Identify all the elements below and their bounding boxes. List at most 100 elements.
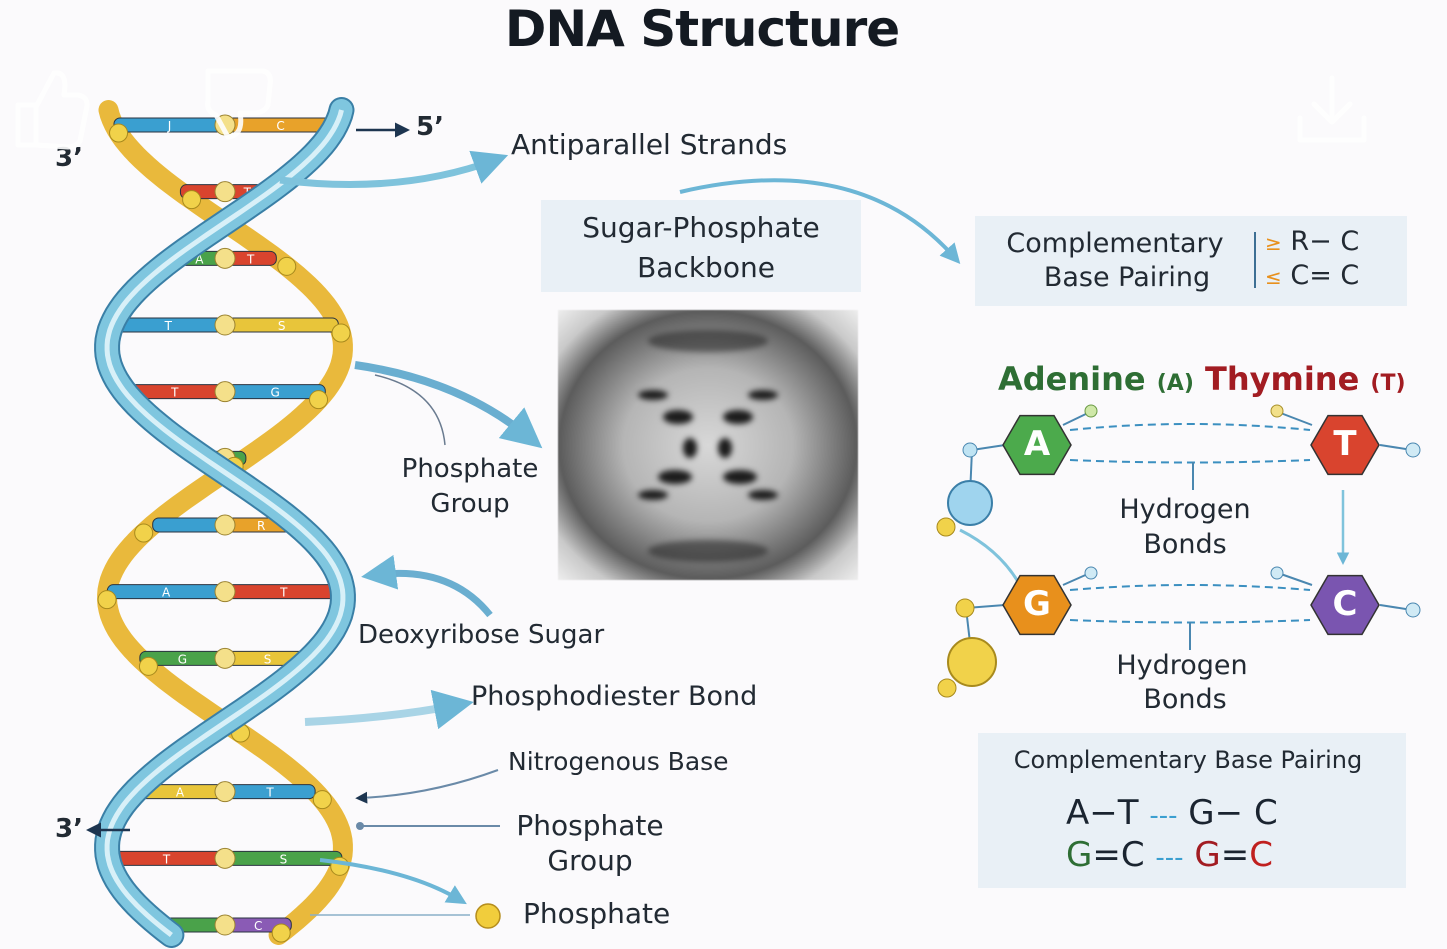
complementary-top-line2: Base Pairing (1043, 262, 1211, 293)
hex-label-g: G (1023, 584, 1051, 624)
label-backbone-line2: Backbone (637, 251, 775, 284)
base-letter-right: S (264, 652, 272, 666)
helix-end-label-3prime-bottom: 3’ (55, 814, 83, 844)
arrow-deoxyribose (361, 554, 493, 618)
thumbs-up-icon[interactable] (10, 65, 90, 155)
base-letter-right: S (280, 852, 288, 866)
pair-gc: G− C (1188, 793, 1278, 833)
base-letter-right: T (265, 786, 274, 800)
label-nitrogenous-base: Nitrogenous Base (508, 747, 729, 776)
sugar-node (214, 314, 236, 336)
sugar-node (214, 381, 236, 403)
pair-c-red: C (1249, 835, 1273, 875)
base-letter-left: T (170, 386, 179, 400)
pair-eq: = (1220, 835, 1250, 875)
pair-g-green: G (1066, 835, 1093, 875)
hbond1-line1: Hydrogen (1119, 494, 1251, 525)
adenine-heading: Adenine (A) (998, 360, 1194, 398)
base-letter-left: J (167, 119, 172, 133)
adenine-hexagon (1002, 414, 1072, 476)
phosphate-node (109, 123, 129, 143)
base-letter-right: S (278, 319, 286, 333)
label-phosphate-group-2-line2: Group (547, 844, 633, 877)
complementary-pairing-box-bottom: Complementary Base Pairing A−T --- G− C … (978, 733, 1406, 888)
complementary-top-row1: R− C (1290, 226, 1360, 257)
sugar-node (214, 514, 236, 536)
arrow-phosphodiester (304, 689, 474, 730)
base-letter-left: T (164, 319, 173, 333)
hex-label-c: C (1332, 584, 1358, 624)
base-letter-right: T (246, 252, 255, 266)
label-deoxyribose-sugar: Deoxyribose Sugar (358, 620, 605, 650)
phosphate-node (271, 923, 291, 943)
pairing-row-2: G=C --- G=C (1066, 835, 1273, 875)
sugar-node (214, 781, 236, 803)
helix-end-label-5prime: 5’ (416, 112, 444, 142)
xray-diffraction-image (558, 310, 858, 580)
separator: --- (1155, 843, 1184, 873)
complementary-bottom-title: Complementary Base Pairing (1013, 746, 1363, 774)
adenine-abbr: (A) (1156, 371, 1194, 396)
hex-label-t: T (1333, 424, 1357, 464)
phosphate-ball-icon (475, 903, 501, 929)
label-phosphate-group-1-line1: Phosphate (401, 454, 539, 484)
complementary-pairing-box-top: Complementary Base Pairing ≥ R− C ≤ C= C (975, 216, 1407, 306)
base-letter-left: T (162, 852, 171, 866)
atom-sphere (947, 480, 993, 526)
thymine-hexagon (1310, 414, 1380, 476)
base-letter-right: T (279, 586, 288, 600)
thumbs-down-icon[interactable] (198, 65, 278, 155)
arrow-antiparallel (279, 150, 509, 188)
base-letter-right: C (254, 919, 262, 933)
diagram-title: DNA Structure (504, 0, 900, 58)
download-icon[interactable] (1292, 70, 1372, 150)
cytosine-hexagon (1310, 574, 1380, 636)
sugar-node (214, 847, 236, 869)
atom-sphere-gold (947, 637, 997, 687)
thymine-abbr: (T) (1370, 371, 1406, 396)
label-phosphate: Phosphate (523, 897, 671, 930)
row1-mark: ≥ (1265, 231, 1282, 255)
pairing-row-1: A−T --- G− C (1066, 793, 1278, 833)
divider (1254, 232, 1256, 288)
pair-g-red: G (1194, 835, 1221, 875)
hex-label-a: A (1023, 424, 1051, 464)
label-phosphate-group-1-line2: Group (430, 489, 510, 519)
thymine-label: Thymine (1205, 360, 1360, 398)
backbone-highlight (104, 109, 346, 937)
guanine-hexagon (1002, 574, 1072, 636)
complementary-top-row2: C= C (1290, 260, 1360, 291)
line-nitrogenous (355, 769, 499, 804)
sugar-node (214, 247, 236, 269)
sugar-node (214, 647, 236, 669)
phosphate-node (309, 390, 329, 410)
phosphate-node (331, 323, 351, 343)
phosphate-node (277, 256, 297, 276)
base-letter-left: A (176, 786, 185, 800)
adenine-label: Adenine (998, 360, 1146, 398)
arrow-phosphate-group (354, 361, 543, 449)
row2-mark: ≤ (1265, 265, 1282, 289)
arrow-phosphate (319, 858, 467, 905)
phosphate-node (97, 590, 117, 610)
pair-at: A−T (1066, 793, 1139, 833)
hbond2-line2: Bonds (1143, 684, 1227, 715)
base-letter-right: C (276, 119, 284, 133)
sugar-node (214, 914, 236, 936)
base-letter-left: A (162, 586, 171, 600)
base-letter-right: R (257, 519, 265, 533)
hbond2-line1: Hydrogen (1116, 650, 1248, 681)
separator: --- (1149, 801, 1178, 831)
base-letter-right: G (270, 386, 279, 400)
hbond1-line2: Bonds (1143, 529, 1227, 560)
sugar-node (214, 181, 236, 203)
label-antiparallel-strands: Antiparallel Strands (511, 128, 788, 161)
label-phosphate-group-2-line1: Phosphate (516, 809, 664, 842)
phosphate-node (134, 523, 154, 543)
thymine-heading: Thymine (T) (1205, 360, 1406, 398)
sugar-node (214, 581, 236, 603)
phosphate-node (312, 790, 332, 810)
